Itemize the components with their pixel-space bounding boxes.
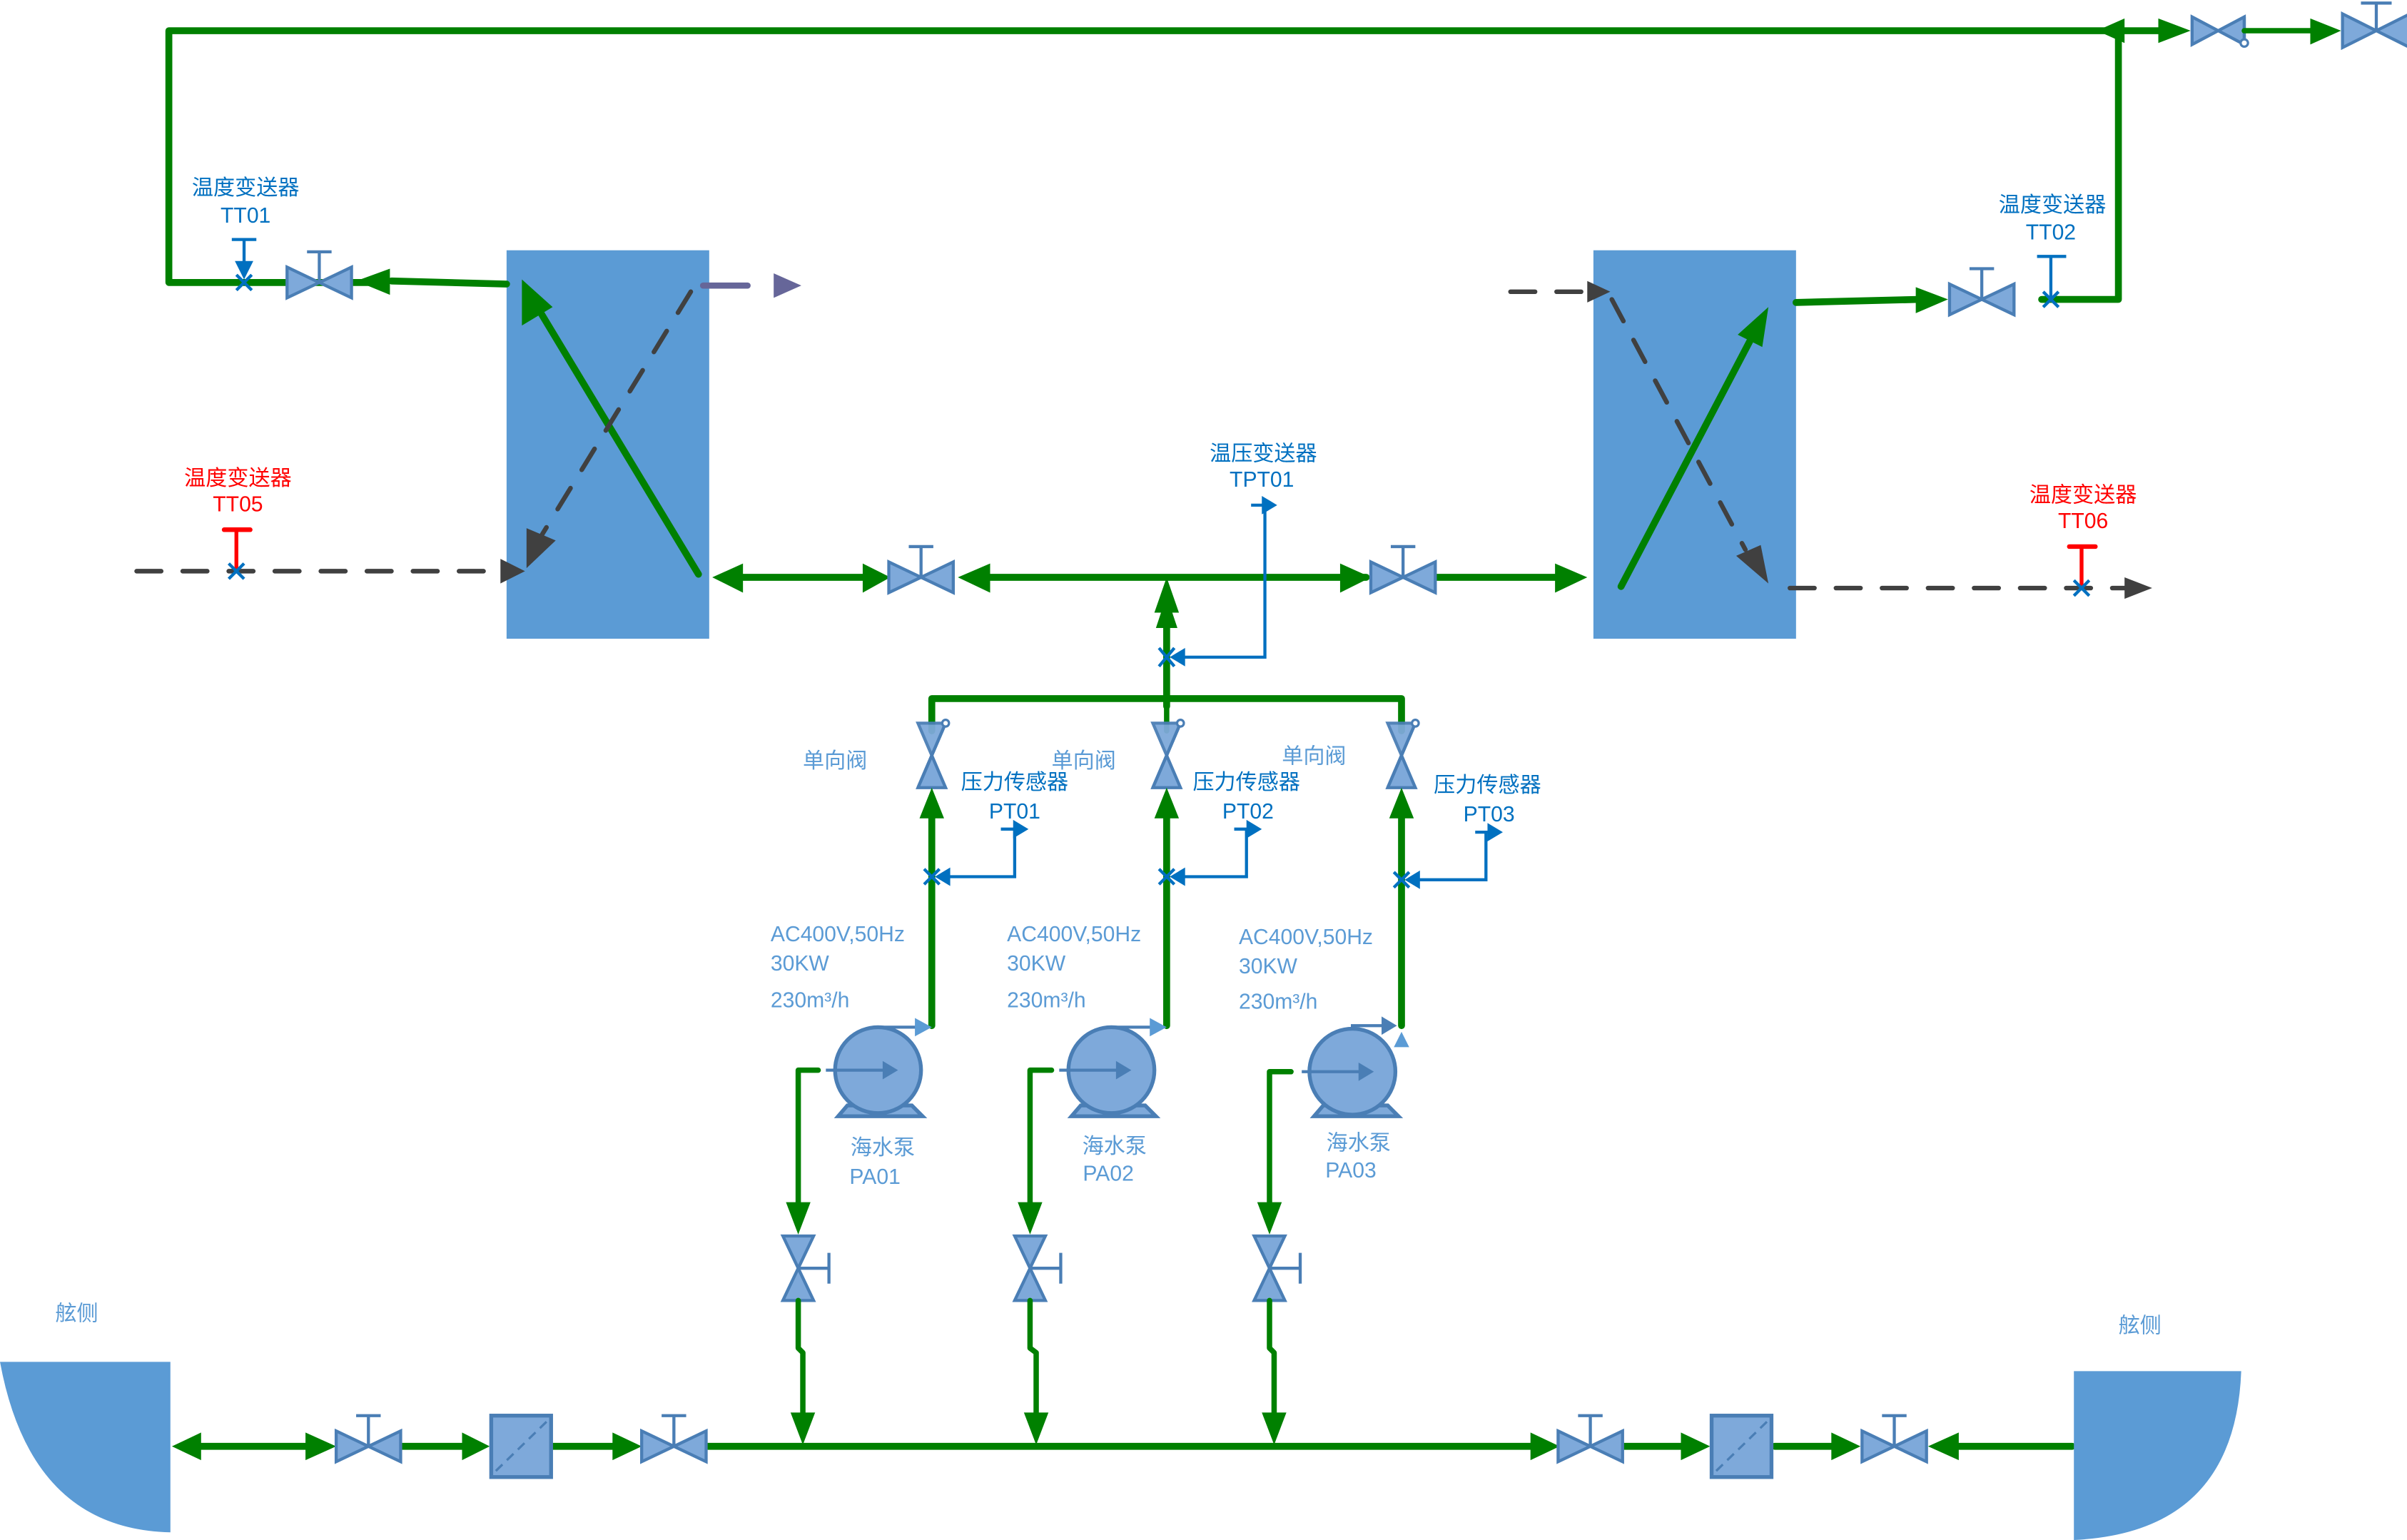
tpt01-tag: TPT01 <box>1230 468 1294 492</box>
flow-arrow <box>500 559 525 584</box>
sea-inlet-valve-left-1[interactable] <box>336 1416 400 1462</box>
pa02-power-supply: AC400V,50Hz <box>1007 923 1141 946</box>
pump-train-3: 单向阀 压力传感器 PT03 AC400V,50Hz 30KW 230m³/h … <box>1239 720 1541 1445</box>
gate-valve-middle-left[interactable] <box>889 547 953 593</box>
instrument-tt02[interactable]: 温度变送器 TT02 <box>1999 193 2107 308</box>
pt01-name: 压力传感器 <box>961 771 1069 794</box>
check-valve-2-label: 单向阀 <box>1052 749 1116 773</box>
instrument-tt05[interactable]: 温度变送器 TT05 <box>184 467 292 580</box>
check-valve-1-label: 单向阀 <box>803 749 867 773</box>
sea-chest-right-label: 舷侧 <box>2119 1314 2162 1338</box>
pa01-tag: PA01 <box>849 1165 900 1189</box>
suction-header <box>171 1432 2076 1461</box>
sea-inlet-valve-right-1[interactable] <box>1862 1416 1926 1462</box>
tt01-name: 温度变送器 <box>192 176 300 200</box>
gate-valve-left-hx-outlet[interactable] <box>287 252 351 298</box>
flow-arrow <box>2310 18 2341 45</box>
instrument-tpt01[interactable]: 温压变送器 TPT01 <box>1157 442 1317 668</box>
flow-arrow <box>1155 595 1177 628</box>
flow-arrow <box>1154 577 1180 613</box>
tpt01-name: 温压变送器 <box>1210 442 1317 465</box>
suction-valve-3[interactable] <box>1254 1236 1300 1300</box>
hx-left-vent-stub <box>699 273 801 298</box>
flow-arrow <box>1915 287 1948 313</box>
sea-chest-left-label: 舷侧 <box>55 1302 98 1325</box>
hx-right-internals <box>1609 297 1769 590</box>
flow-arrow <box>2158 18 2191 44</box>
tt06-tag: TT06 <box>2058 510 2108 533</box>
pa02-flow: 230m³/h <box>1007 988 1085 1012</box>
pa02-tag: PA02 <box>1083 1162 1133 1186</box>
tt05-tag: TT05 <box>213 492 263 516</box>
pa02-power: 30KW <box>1007 952 1066 976</box>
gate-valve-right-hx-outlet[interactable] <box>1950 269 2014 315</box>
discharge-check-valve[interactable] <box>2190 14 2249 49</box>
pa03-power-supply: AC400V,50Hz <box>1239 926 1373 949</box>
pa03-tag: PA03 <box>1325 1159 1376 1182</box>
pump-pa01[interactable] <box>826 1018 932 1118</box>
pt03-tag: PT03 <box>1464 803 1515 826</box>
strainer-right[interactable] <box>1709 1414 1774 1479</box>
sea-chest-right[interactable] <box>2074 1371 2241 1540</box>
strainer-left[interactable] <box>489 1414 553 1479</box>
pt02-symbol[interactable] <box>1157 819 1262 886</box>
instrument-tt01[interactable]: 温度变送器 TT01 <box>192 176 300 292</box>
check-valve-3-label: 单向阀 <box>1282 744 1346 768</box>
hx-left-internals <box>522 279 702 578</box>
tt02-tag: TT02 <box>2026 221 2076 245</box>
suction-valve-2[interactable] <box>1015 1236 1061 1300</box>
pt03-symbol[interactable] <box>1392 823 1503 889</box>
middle-header <box>712 563 1588 593</box>
sea-inlet-valve-left-2[interactable] <box>642 1416 706 1462</box>
pa03-name: 海水泵 <box>1327 1132 1391 1155</box>
pa01-flow: 230m³/h <box>771 988 849 1012</box>
pa01-power-supply: AC400V,50Hz <box>771 923 905 946</box>
discharge-gate-valve[interactable] <box>2341 1 2407 51</box>
pump-pa03[interactable] <box>1302 1016 1409 1118</box>
pt01-symbol[interactable] <box>923 819 1029 886</box>
pa01-name: 海水泵 <box>851 1136 915 1160</box>
pt01-tag: PT01 <box>989 800 1040 824</box>
pa02-name: 海水泵 <box>1083 1135 1147 1158</box>
flow-arrow <box>2124 577 2152 599</box>
flow-arrow <box>356 268 390 295</box>
sea-inlet-valve-right-2[interactable] <box>1558 1416 1622 1462</box>
pa01-power: 30KW <box>771 952 830 976</box>
flow-arrow <box>2097 18 2125 44</box>
tt01-tag: TT01 <box>221 204 270 228</box>
instrument-tt06[interactable]: 温度变送器 TT06 <box>2030 484 2137 597</box>
pa03-power: 30KW <box>1239 955 1298 978</box>
pt02-tag: PT02 <box>1222 800 1274 824</box>
tt06-name: 温度变送器 <box>2030 484 2137 507</box>
check-valve-2[interactable] <box>1153 720 1184 788</box>
tt02-name: 温度变送器 <box>1999 193 2107 217</box>
sea-chest-left[interactable] <box>0 1362 171 1533</box>
pump-train-2: 单向阀 压力传感器 PT02 AC400V,50Hz 30KW 230m³/h … <box>1007 720 1300 1445</box>
gate-valve-middle-right[interactable] <box>1371 547 1435 593</box>
pa03-flow: 230m³/h <box>1239 991 1317 1014</box>
pt02-name: 压力传感器 <box>1192 771 1300 794</box>
suction-valve-1[interactable] <box>783 1236 829 1300</box>
check-valve-1[interactable] <box>918 720 948 788</box>
tt05-name: 温度变送器 <box>184 467 292 490</box>
top-return-loop <box>165 18 2191 303</box>
pump-train-1: 单向阀 压力传感器 PT01 AC400V,50Hz 30KW 230m³/h … <box>771 720 1068 1445</box>
pt03-name: 压力传感器 <box>1434 774 1541 797</box>
check-valve-3[interactable] <box>1388 720 1419 788</box>
pump-pa02[interactable] <box>1059 1018 1167 1118</box>
